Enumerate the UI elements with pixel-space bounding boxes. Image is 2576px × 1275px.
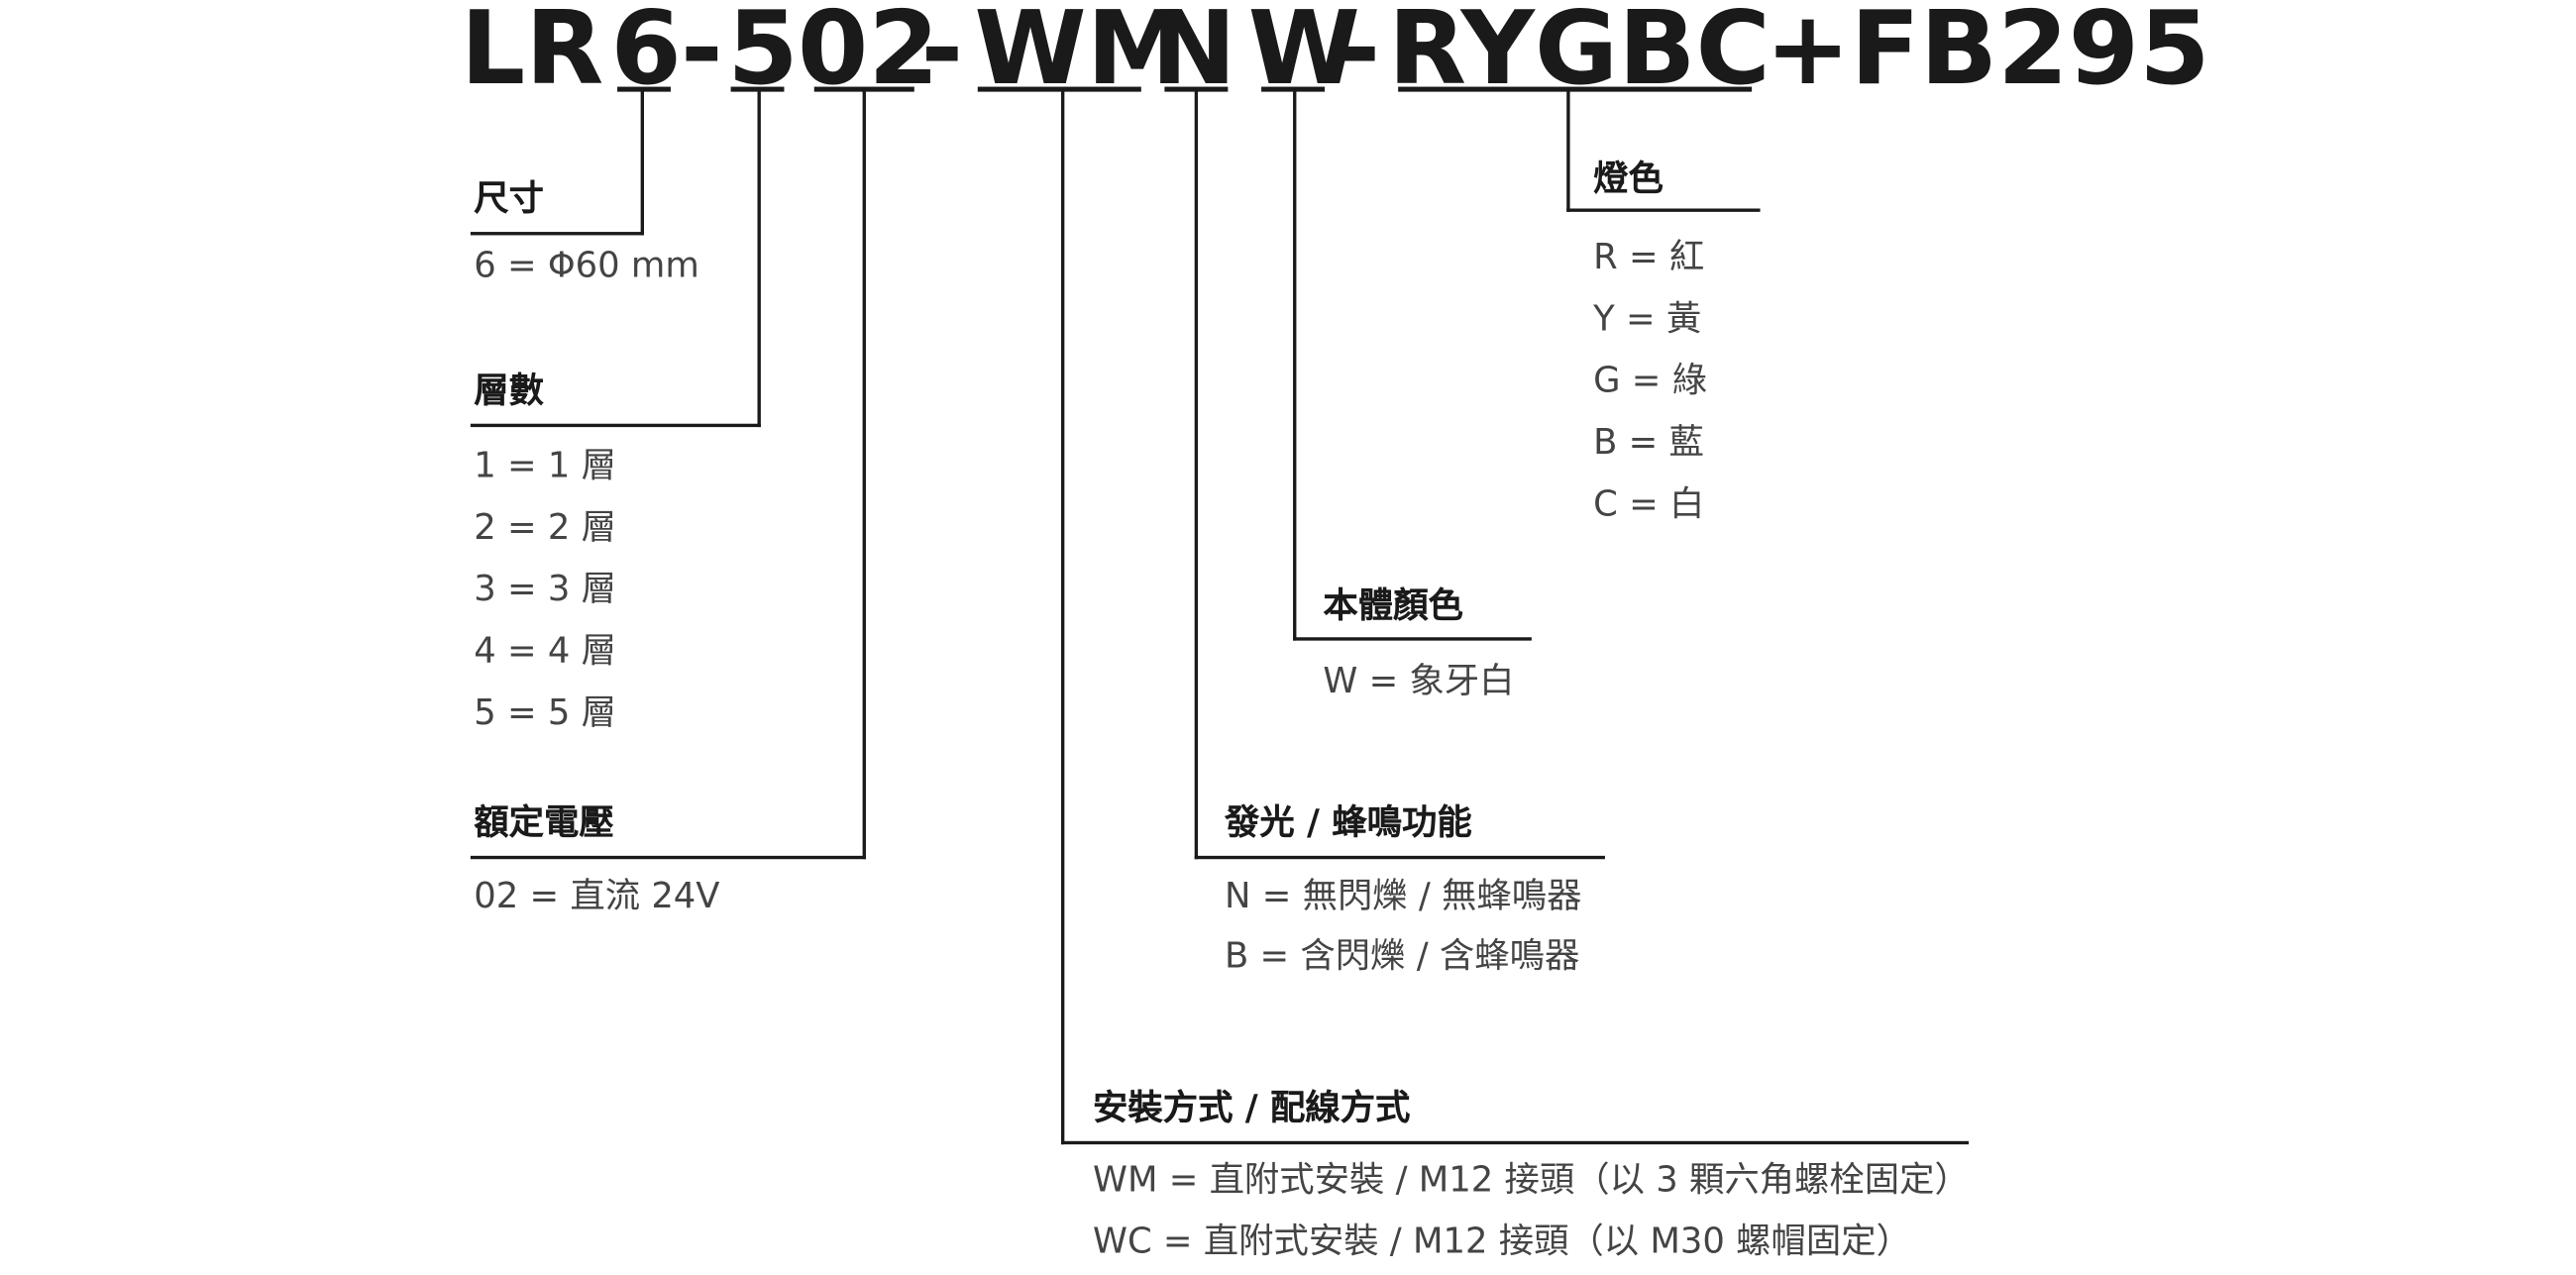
function-title: 發光 / 蜂鳴功能	[1225, 801, 1472, 843]
leader-lamp-color-vertical	[1566, 89, 1570, 212]
leader-tiers-vertical	[757, 89, 761, 428]
leader-size-vertical	[640, 89, 645, 236]
code-prefix: LR	[460, 0, 604, 109]
tiers-option: 2 = 2 層	[474, 506, 616, 548]
body-color-option: W = 象牙白	[1323, 660, 1515, 701]
tiers-option: 5 = 5 層	[474, 691, 616, 733]
leader-voltage-horizontal	[470, 855, 866, 860]
lamp-color-title: 燈色	[1593, 158, 1664, 199]
lamp-color-option: C = 白	[1593, 483, 1705, 524]
code-dash: -	[920, 0, 964, 109]
code-dash: -	[681, 0, 723, 109]
code-tiers: 5	[727, 0, 799, 109]
leader-lamp-color-horizontal	[1566, 208, 1761, 212]
underline-body-color	[1261, 86, 1326, 92]
mounting-option: WC = 直附式安裝 / M12 接頭（以 M30 螺帽固定）	[1092, 1221, 1911, 1262]
underline-function	[1164, 86, 1229, 92]
body-color-title: 本體顏色	[1323, 585, 1463, 626]
function-option: N = 無閃爍 / 無蜂鳴器	[1225, 876, 1582, 916]
leader-voltage-vertical	[862, 89, 866, 860]
tiers-option: 4 = 4 層	[474, 630, 616, 671]
leader-body-color-vertical	[1293, 89, 1297, 641]
lamp-color-option: Y = 黃	[1593, 298, 1702, 339]
code-suffix: +FB295	[1765, 0, 2210, 109]
underline-tiers	[730, 86, 785, 92]
code-size: 6	[610, 0, 682, 109]
leader-function-vertical	[1194, 89, 1199, 860]
code-voltage: 02	[797, 0, 939, 109]
underline-lamp-color	[1398, 86, 1753, 92]
underline-mounting	[977, 86, 1141, 92]
underline-size	[617, 86, 671, 92]
size-title: 尺寸	[474, 178, 544, 219]
leader-tiers-horizontal	[470, 423, 761, 428]
size-option: 6 = Φ60 mm	[474, 245, 699, 285]
leader-body-color-horizontal	[1293, 637, 1532, 641]
leader-function-horizontal	[1194, 855, 1605, 860]
code-dash: -	[1338, 0, 1381, 109]
voltage-option: 02 = 直流 24V	[474, 876, 720, 916]
tiers-option: 3 = 3 層	[474, 569, 616, 609]
underline-voltage	[813, 86, 914, 92]
voltage-title: 額定電壓	[474, 801, 614, 843]
lamp-color-option: B = 藍	[1593, 422, 1704, 463]
leader-mounting-horizontal	[1060, 1140, 1970, 1145]
code-lamp-color: RYGBC	[1388, 0, 1771, 109]
leader-mounting-vertical	[1060, 89, 1065, 1145]
mounting-title: 安裝方式 / 配線方式	[1092, 1087, 1411, 1128]
tiers-option: 1 = 1 層	[474, 445, 616, 486]
function-option: B = 含閃爍 / 含蜂鳴器	[1225, 935, 1580, 977]
tiers-title: 層數	[474, 370, 544, 411]
lamp-color-option: G = 綠	[1593, 360, 1708, 401]
lamp-color-option: R = 紅	[1593, 237, 1705, 277]
mounting-option: WM = 直附式安裝 / M12 接頭（以 3 顆六角螺栓固定）	[1092, 1159, 1970, 1200]
leader-size-horizontal	[470, 232, 645, 236]
